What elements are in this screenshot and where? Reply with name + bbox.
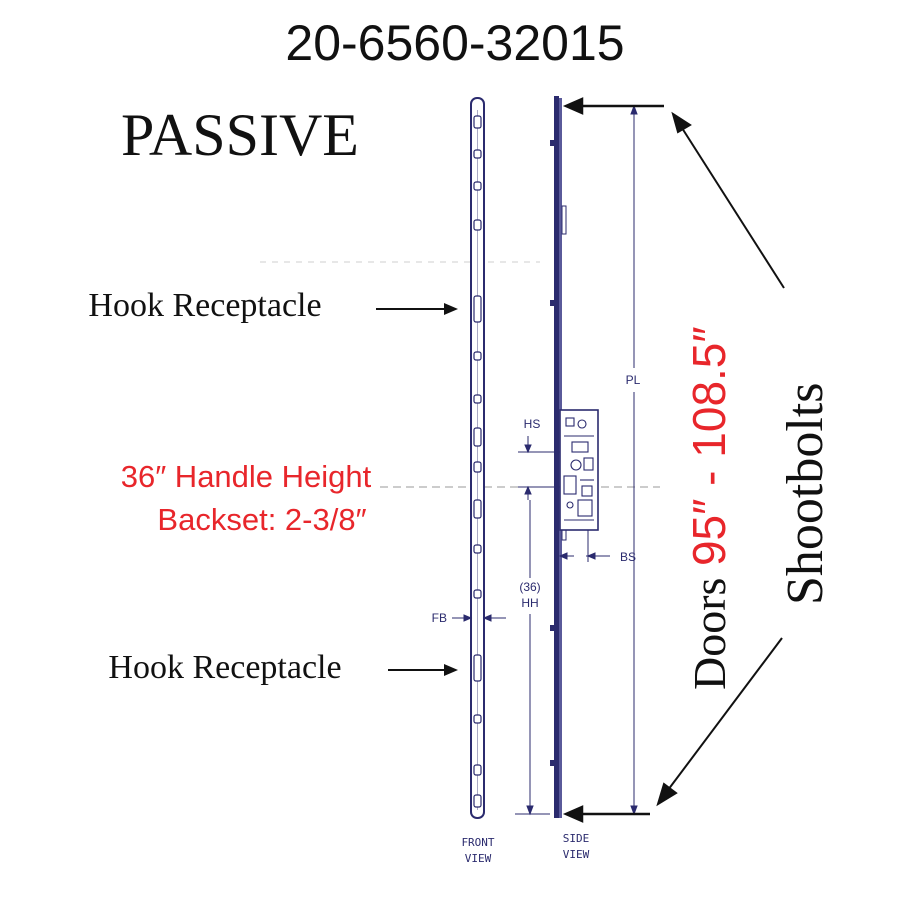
hh-label: HH bbox=[521, 596, 538, 610]
hh-dimension bbox=[515, 500, 550, 816]
shootbolts-lower-arrow bbox=[656, 637, 783, 807]
type-label: PASSIVE bbox=[121, 102, 359, 168]
shootbolts-upper-arrow bbox=[671, 111, 785, 289]
doors-prefix: Doors bbox=[684, 566, 735, 690]
part-number-title: 20-6560-32015 bbox=[285, 15, 624, 71]
pl-dimension bbox=[630, 104, 638, 816]
front-view-label-line2: VIEW bbox=[465, 852, 492, 865]
hs-label: HS bbox=[524, 417, 541, 431]
doors-range: 95″ - 108.5″ bbox=[683, 326, 735, 566]
hh-value-label: (36) bbox=[519, 580, 540, 594]
hook-upper-arrow bbox=[376, 303, 458, 315]
gearbox-case bbox=[559, 409, 599, 531]
hook-receptacle-lower-label: Hook Receptacle bbox=[108, 649, 341, 686]
backset-label: Backset: 2-3/8″ bbox=[157, 502, 366, 537]
hs-dimension bbox=[518, 436, 560, 500]
fb-label: FB bbox=[432, 611, 447, 625]
bottom-shootbolt-pointer bbox=[562, 805, 650, 823]
door-size-label: Doors 95″ - 108.5″ bbox=[683, 326, 735, 690]
front-view-strip bbox=[470, 97, 485, 819]
hook-receptacle-upper-label: Hook Receptacle bbox=[88, 287, 321, 324]
side-view-label-line2: VIEW bbox=[563, 848, 590, 861]
front-view-label-line1: FRONT bbox=[461, 836, 494, 849]
bs-label: BS bbox=[620, 550, 636, 564]
bs-dimension bbox=[558, 530, 610, 562]
side-view-label-line1: SIDE bbox=[563, 832, 590, 845]
top-shootbolt-pointer bbox=[562, 97, 664, 115]
hook-lower-arrow bbox=[388, 664, 458, 676]
shootbolts-label: Shootbolts bbox=[777, 383, 834, 606]
handle-height-label: 36″ Handle Height bbox=[121, 459, 372, 494]
pl-label: PL bbox=[626, 373, 641, 387]
fb-dimension bbox=[452, 614, 506, 622]
